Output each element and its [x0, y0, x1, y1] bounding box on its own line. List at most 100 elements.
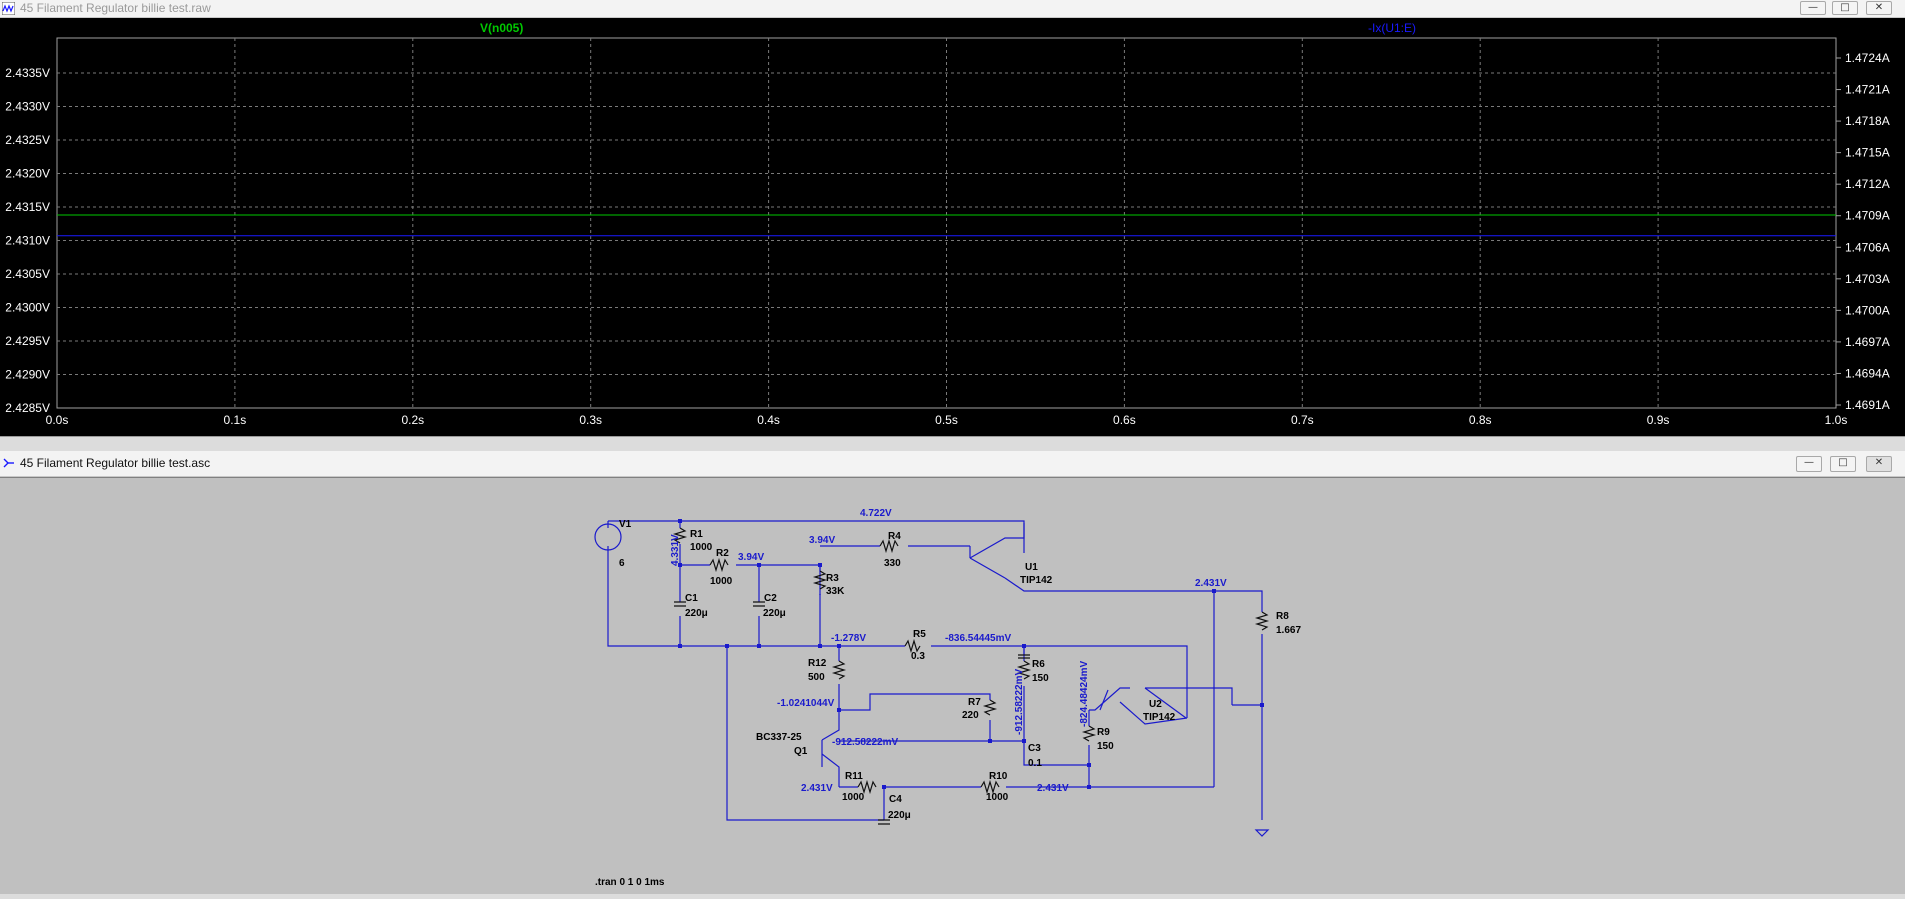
node-r5-left: -1.278V [831, 633, 866, 644]
wires[interactable] [607, 520, 1263, 821]
v-axis-tick-label: 2.4315V [5, 200, 50, 214]
u2-label: U2 [1149, 699, 1162, 710]
right-axis: 1.4724A1.4721A1.4718A1.4715A1.4712A1.470… [1836, 51, 1890, 412]
v-axis-tick-label: 2.4305V [5, 267, 50, 281]
time-tick-label: 0.7s [1291, 413, 1314, 427]
schematic-close-button[interactable]: ✕ [1866, 456, 1892, 472]
close-button[interactable]: ✕ [1866, 1, 1892, 15]
time-tick-label: 0.5s [935, 413, 958, 427]
r10-label: R10 [989, 771, 1008, 782]
time-tick-label: 0.0s [46, 413, 69, 427]
r4-value: 330 [884, 558, 901, 569]
v-axis-tick-label: 2.4335V [5, 66, 50, 80]
i-trace-label[interactable]: -Ix(U1:E) [1368, 21, 1416, 35]
v-axis-tick-label: 2.4320V [5, 167, 50, 181]
r6-value: 150 [1032, 673, 1049, 684]
time-tick-label: 1.0s [1825, 413, 1848, 427]
node-q1-low: 2.431V [801, 783, 833, 794]
r3-label: R3 [826, 573, 839, 584]
v-axis-tick-label: 2.4285V [5, 401, 50, 415]
node-r10-right: 2.431V [1037, 783, 1069, 794]
r2-value: 1000 [710, 576, 733, 587]
r10-value: 1000 [986, 792, 1009, 803]
schematic-icon [3, 458, 14, 468]
maximize-button[interactable]: □ [1832, 1, 1858, 15]
i-axis-tick-label: 1.4712A [1845, 177, 1890, 191]
schematic-window-titlebar[interactable]: 45 Filament Regulator billie test.asc — … [0, 451, 1905, 477]
r5-value: 0.3 [911, 651, 925, 662]
v-axis-tick-label: 2.4290V [5, 368, 50, 382]
node-output: 2.431V [1195, 578, 1227, 589]
waveform-plot[interactable]: 2.4335V 2.4330V 2.4325V 2.4320V 2.4315V 2.431… [0, 18, 1905, 436]
q1-type: BC337-25 [756, 732, 802, 743]
r1-label: R1 [690, 529, 703, 540]
i-axis-tick-label: 1.4721A [1845, 83, 1890, 97]
plot-window: 45 Filament Regulator billie test.raw — … [0, 0, 1905, 436]
i-axis-tick-label: 1.4724A [1845, 51, 1890, 65]
v-trace-label[interactable]: V(n005) [480, 21, 523, 35]
c1-value: 220μ [685, 608, 708, 619]
r4-label: R4 [888, 531, 901, 542]
time-tick-label: 0.2s [401, 413, 424, 427]
component-symbols[interactable] [594, 523, 1270, 837]
v-axis-tick-label: 2.4325V [5, 133, 50, 147]
i-axis-tick-label: 1.4703A [1845, 272, 1890, 286]
minimize-button[interactable]: — [1800, 1, 1826, 15]
node-q1-base: -1.0241044V [777, 698, 835, 709]
i-axis-tick-label: 1.4709A [1845, 209, 1890, 223]
r6-label: R6 [1032, 659, 1045, 670]
plot-window-titlebar[interactable]: 45 Filament Regulator billie test.raw — … [0, 0, 1905, 18]
r3-value: 33K [826, 586, 845, 597]
component-labels: V1 6 R1 1000 R2 1000 R3 33K R4 330 R5 0.… [595, 519, 1301, 888]
r12-value: 500 [808, 672, 825, 683]
schematic-svg[interactable]: V1 6 R1 1000 R2 1000 R3 33K R4 330 R5 0.… [0, 478, 1905, 894]
i-axis-tick-label: 1.4706A [1845, 240, 1890, 254]
schematic-canvas[interactable]: V1 6 R1 1000 R2 1000 R3 33K R4 330 R5 0.… [0, 477, 1905, 894]
r12-label: R12 [808, 658, 827, 669]
c2-value: 220μ [763, 608, 786, 619]
left-axis: 2.4335V 2.4330V 2.4325V 2.4320V 2.4315V 2.431… [5, 66, 50, 415]
time-tick-label: 0.9s [1647, 413, 1670, 427]
node-c2: 3.94V [738, 552, 764, 563]
node-voltage-labels: 4.722V 4.331V 3.94V 3.94V 2.431V -1.278V… [670, 508, 1227, 794]
u2-value: TIP142 [1143, 712, 1176, 723]
r2-label: R2 [716, 548, 729, 559]
u1-label: U1 [1025, 562, 1038, 573]
schematic-window-title: 45 Filament Regulator billie test.asc [20, 456, 211, 470]
node-r6: -912.58222mV [1014, 669, 1025, 735]
r11-label: R11 [845, 771, 863, 782]
i-axis-tick-label: 1.4715A [1845, 146, 1890, 160]
v1-value: 6 [619, 558, 625, 569]
schematic-minimize-button[interactable]: — [1796, 456, 1822, 472]
r7-value: 220 [962, 710, 979, 721]
c4-label: C4 [889, 794, 902, 805]
c2-label: C2 [764, 593, 777, 604]
time-tick-label: 0.8s [1469, 413, 1492, 427]
node-r5-right: -836.54445mV [945, 633, 1011, 644]
time-tick-label: 0.1s [224, 413, 247, 427]
v-axis-tick-label: 2.4295V [5, 334, 50, 348]
node-u2: -824.48424mV [1079, 661, 1090, 727]
sim-directive: .tran 0 1 0 1ms [595, 877, 665, 888]
time-tick-label: 0.4s [757, 413, 780, 427]
junction-dots [678, 519, 1264, 789]
schematic-maximize-button[interactable]: □ [1830, 456, 1856, 472]
i-axis-tick-label: 1.4697A [1845, 335, 1890, 349]
node-r3-top: 3.94V [809, 535, 835, 546]
i-axis-tick-label: 1.4691A [1845, 398, 1890, 412]
r8-label: R8 [1276, 611, 1289, 622]
waveform-icon [2, 2, 15, 15]
v-axis-tick-label: 2.4310V [5, 234, 50, 248]
c3-value: 0.1 [1028, 758, 1042, 769]
c3-label: C3 [1028, 743, 1041, 754]
r11-value: 1000 [842, 792, 865, 803]
waveform-plot-svg[interactable]: 2.4335V 2.4330V 2.4325V 2.4320V 2.4315V 2.431… [0, 18, 1905, 436]
r8-value: 1.667 [1276, 625, 1301, 636]
c4-value: 220μ [888, 810, 911, 821]
plot-grid [57, 38, 1836, 408]
v-axis-tick-label: 2.4330V [5, 100, 50, 114]
time-tick-label: 0.3s [579, 413, 602, 427]
node-q1-emitter: -912.58222mV [832, 737, 898, 748]
r7-label: R7 [968, 697, 981, 708]
